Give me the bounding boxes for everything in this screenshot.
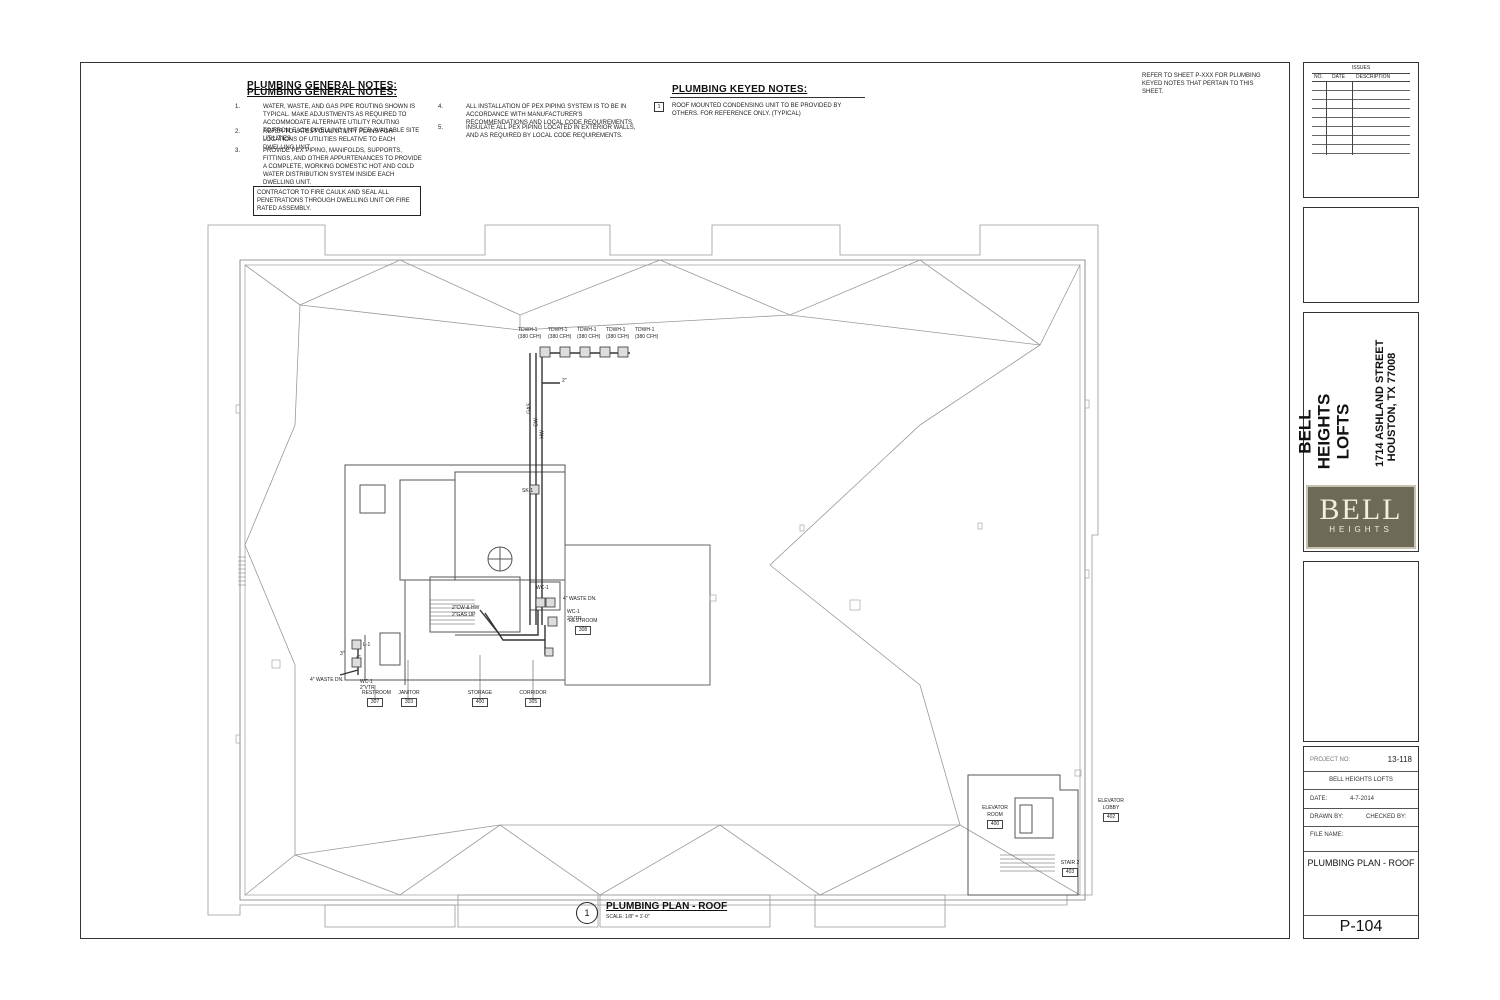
blank-panel (1303, 207, 1419, 303)
logo-sub: HEIGHTS (1329, 525, 1393, 534)
cw-hw-label: 2"CW & HW (452, 605, 480, 611)
heater-tag: TDWH-1(380 CFH) (606, 327, 630, 340)
sheet-info-panel: PROJECT NO: 13-118 BELL HEIGHTS LOFTS DA… (1303, 746, 1419, 939)
plan-title: PLUMBING PLAN - ROOF (606, 901, 728, 912)
keyed-note-tag: 1 (654, 102, 664, 112)
project-address-2: HOUSTON, TX 77008 (1386, 352, 1398, 462)
room-tag: STORAGE 400 (467, 690, 493, 707)
room-tag: STAIR 2 403 (1060, 860, 1080, 877)
plan-callout: 1 (576, 902, 598, 924)
blank-panel-2 (1303, 561, 1419, 742)
sheet-number: P-104 (1339, 918, 1383, 935)
sk1-label: SK-1 (522, 488, 534, 494)
wc1-label: WC-1 (567, 609, 580, 615)
gas-pipe-label: GAS (526, 403, 533, 414)
room-tag: ELEVATOR ROOM 400 (982, 805, 1008, 829)
heater-tag: TDWH-1(380 CFH) (577, 327, 601, 340)
project-address-1: 1714 ASHLAND STREET (1374, 339, 1386, 467)
pipe-4-label: 4" (356, 655, 361, 661)
project-title-row: BELL HEIGHTS LOFTS (1329, 777, 1393, 783)
waste-label: 4" WASTE DN. (563, 596, 597, 602)
room-tag: CORRIDOR 305 (519, 690, 547, 707)
bell-heights-logo: BELL HEIGHTS (1306, 485, 1416, 549)
issues-header: ISSUES (1351, 65, 1371, 71)
vtr-label: 2"VTR (360, 685, 375, 691)
heater-tag: TDWH-1(380 CFH) (548, 327, 572, 340)
project-panel: BELL HEIGHTS LOFTS 1714 ASHLAND STREET H… (1296, 312, 1419, 552)
room-tag: JANITOR 303 (398, 690, 420, 707)
gas-up-label: 2"GAS UP (452, 612, 476, 618)
file-name-row: FILE NAME: (1310, 832, 1344, 838)
vtr-label: 2"VTR (567, 616, 582, 622)
waste-label: 4" WASTE DN. (310, 677, 344, 683)
plan-scale: SCALE: 1/8" = 1'-0" (606, 914, 650, 920)
room-tag: RESTROOM 308 (568, 618, 598, 635)
plan-title-block: 1 PLUMBING PLAN - ROOF SCALE: 1/8" = 1'-… (576, 900, 776, 926)
project-name: BELL HEIGHTS LOFTS (1295, 393, 1353, 470)
roof-plan-svg (207, 224, 1099, 928)
wc1-label: WC-1 (536, 585, 549, 591)
general-notes: PLUMBING GENERAL NOTES: PLUMBING GENERAL… (235, 80, 655, 216)
keyed-note-text: ROOF MOUNTED CONDENSING UNIT TO BE PROVI… (672, 103, 842, 117)
drawing-frame (80, 62, 1290, 939)
wc1-label: WC-1 (360, 679, 373, 685)
sheet-title: PLUMBING PLAN - ROOF (1307, 858, 1415, 868)
refer-note: REFER TO SHEET P-XXX FOR PLUMBING KEYED … (1142, 73, 1261, 95)
issues-col-date: DATE (1332, 74, 1345, 80)
project-no-row: PROJECT NO: 13-118 (1310, 755, 1412, 764)
keyed-notes-title: PLUMBING KEYED NOTES: (672, 84, 808, 95)
heater-tag: TDWH-1(380 CFH) (635, 327, 659, 340)
issues-col-no: NO. (1314, 74, 1323, 80)
issues-col-desc: DESCRIPTION (1356, 74, 1391, 80)
room-tag: ELEVATOR LOBBY 402 (1098, 798, 1124, 822)
room-tag: RESTROOM 307 (362, 690, 391, 707)
heater-tag: TDWH-1(380 CFH) (518, 327, 542, 340)
roof-plan: TDWH-1(380 CFH) TDWH-1(380 CFH) TDWH-1(3… (200, 215, 1310, 930)
logo-main: BELL (1319, 493, 1403, 526)
l1-label: L-1 (363, 642, 371, 648)
issues-panel: ISSUES NO. DATE DESCRIPTION (1303, 62, 1419, 198)
boxed-note: CONTRACTOR TO FIRE CAULK AND SEAL ALL PE… (253, 186, 421, 216)
general-notes-title-echo: PLUMBING GENERAL NOTES: (247, 87, 397, 98)
pipe-3-label: 3" (340, 651, 345, 657)
keyed-notes: PLUMBING KEYED NOTES: 1 ROOF MOUNTED CON… (652, 84, 867, 124)
general-notes-title: PLUMBING GENERAL NOTES: (247, 80, 397, 91)
hw-pipe-label: HW (539, 430, 546, 439)
gas-size-label: 2" (562, 378, 567, 384)
